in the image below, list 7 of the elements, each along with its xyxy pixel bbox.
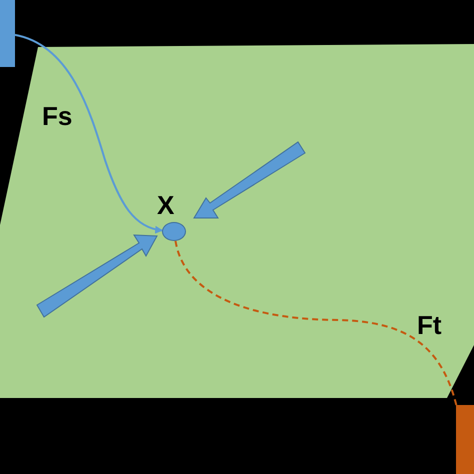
arrow [14,34,164,234]
block [0,0,15,67]
block [456,405,474,474]
dashed-curve [174,240,458,406]
edge-label: Fs [42,103,72,129]
point-label: X [157,192,174,218]
edge-label: Ft [417,312,442,338]
